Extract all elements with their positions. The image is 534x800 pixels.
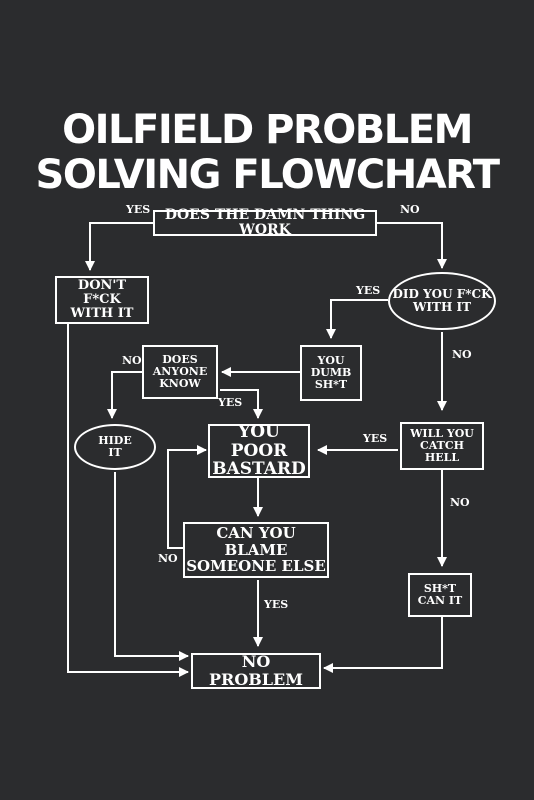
node-hide-it: HIDE IT [74,424,156,470]
node-does-anyone-know: DOES ANYONE KNOW [142,345,218,399]
label-yes-knows: YES [218,396,243,409]
node-sht-can-it: SH*T CAN IT [408,573,472,617]
label-no-top: NO [400,203,420,216]
arrow-did-yes [326,299,388,339]
node-dont-fck-with-it: DON'T F*CK WITH IT [55,276,149,324]
node-you-poor-bastard: YOU POOR BASTARD [208,423,310,479]
node-did-you-fck-with-it: DID YOU F*CK WITH IT [388,272,496,330]
arrow-dont-noproblem [67,324,189,677]
label-no-knows: NO [122,354,142,367]
node-will-you-catch-hell: WILL YOU CATCH HELL [400,422,484,470]
label-no-hell: NO [450,496,470,509]
arrow-knows-yes [220,389,263,419]
arrow-work-yes [85,222,153,271]
arrow-work-no [377,222,447,269]
label-yes-blame: YES [264,598,289,611]
node-you-dumb-sht: YOU DUMB SH*T [300,345,362,401]
label-no-did: NO [452,348,472,361]
arrow-blame-no [167,445,207,549]
node-does-the-thing-work: DOES THE DAMN THING WORK [153,207,377,238]
node-no-problem: NO PROBLEM [191,653,321,689]
arrow-knows-no [107,371,142,419]
label-yes-hell: YES [363,432,388,445]
label-yes-top: YES [126,203,151,216]
title-line-2: SOLVING FLOWCHART [35,152,500,198]
arrow-hide-noproblem [114,472,189,661]
label-yes-dumb: YES [356,284,381,297]
label-no-blame: NO [158,552,178,565]
title-line-1: OILFIELD PROBLEM [62,107,473,153]
arrow-shtcan-noproblem [323,616,443,673]
node-can-you-blame-someone-else: CAN YOU BLAME SOMEONE ELSE [183,522,329,578]
